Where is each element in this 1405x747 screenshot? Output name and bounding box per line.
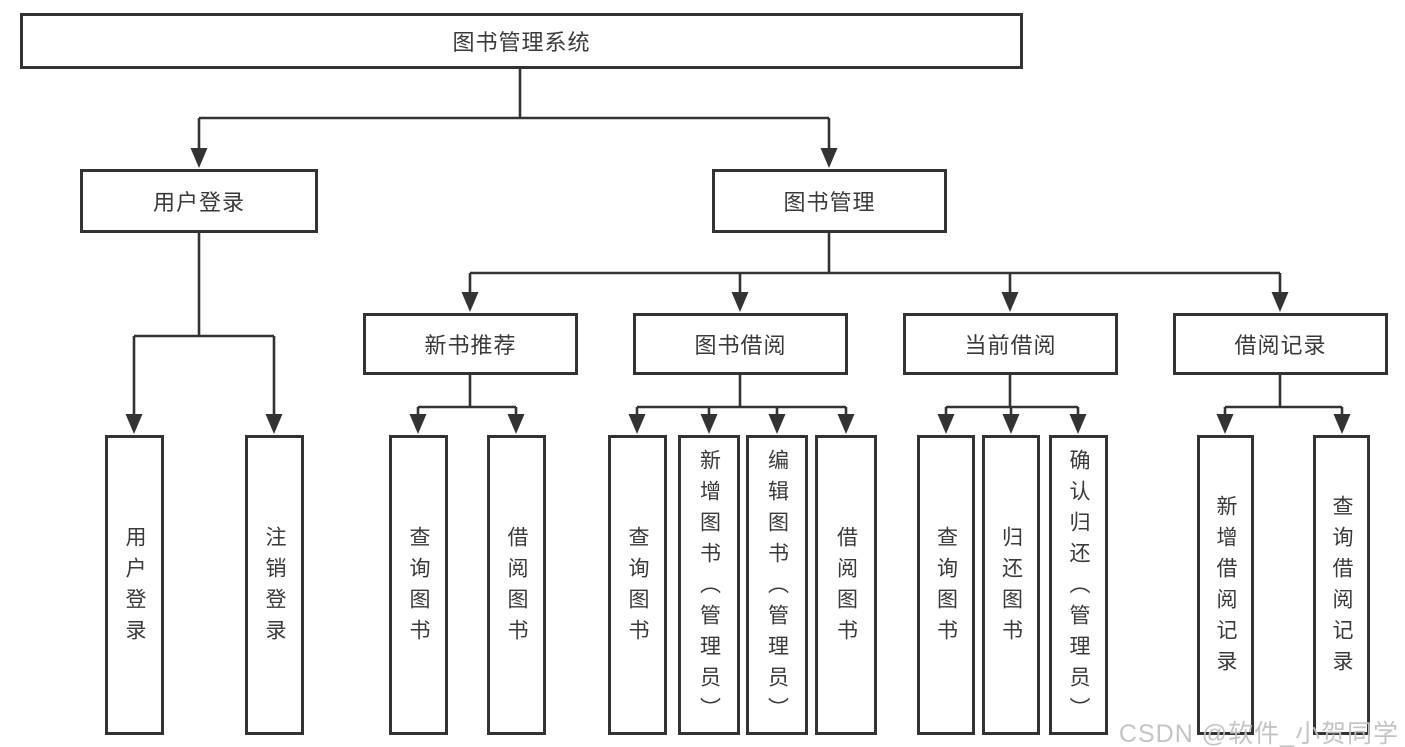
leaf-borrowing-add-books: 新增图书（管理员） — [678, 435, 740, 735]
leaf-current-query-books: 查询图书 — [917, 435, 975, 735]
node-root: 图书管理系统 — [20, 13, 1023, 69]
leaf-recommend-borrow-books: 借阅图书 — [487, 435, 546, 735]
leaf-borrowing-borrow-books: 借阅图书 — [815, 435, 877, 735]
node-user-login: 用户登录 — [80, 169, 318, 233]
leaf-current-confirm-return: 确认归还（管理员） — [1049, 435, 1108, 735]
leaf-recommend-query-books-label: 查询图书 — [407, 526, 430, 650]
node-root-label: 图书管理系统 — [452, 30, 591, 55]
leaf-records-query: 查询借阅记录 — [1313, 435, 1370, 735]
leaf-logout: 注销登录 — [245, 435, 304, 735]
leaf-borrowing-edit-books-label: 编辑图书（管理员） — [765, 448, 789, 728]
leaf-borrowing-add-books-label: 新增图书（管理员） — [697, 448, 721, 728]
leaf-borrowing-query-books: 查询图书 — [608, 435, 667, 735]
node-borrowing-records: 借阅记录 — [1173, 313, 1388, 375]
leaf-current-query-books-label: 查询图书 — [934, 526, 958, 650]
node-book-management-label: 图书管理 — [783, 190, 876, 215]
node-book-borrowing: 图书借阅 — [633, 313, 848, 375]
leaf-borrowing-query-books-label: 查询图书 — [626, 526, 649, 650]
leaf-records-add: 新增借阅记录 — [1197, 435, 1254, 735]
leaf-recommend-borrow-books-label: 借阅图书 — [505, 526, 528, 650]
leaf-records-query-label: 查询借阅记录 — [1330, 495, 1353, 681]
csdn-watermark: CSDN @软件_小贺同学 — [1118, 720, 1399, 747]
leaf-current-return-books-label: 归还图书 — [999, 526, 1023, 650]
leaf-logout-label: 注销登录 — [263, 526, 286, 650]
node-current-borrowing-label: 当前借阅 — [964, 333, 1057, 358]
leaf-recommend-query-books: 查询图书 — [389, 435, 448, 735]
leaf-user-login-label: 用户登录 — [123, 526, 146, 650]
leaf-borrowing-edit-books: 编辑图书（管理员） — [746, 435, 808, 735]
leaf-borrowing-borrow-books-label: 借阅图书 — [834, 526, 858, 650]
leaf-current-confirm-return-label: 确认归还（管理员） — [1067, 448, 1090, 728]
leaf-user-login: 用户登录 — [105, 435, 164, 735]
node-user-login-label: 用户登录 — [152, 190, 245, 215]
node-new-book-recommend-label: 新书推荐 — [424, 333, 517, 358]
node-new-book-recommend: 新书推荐 — [363, 313, 578, 375]
leaf-records-add-label: 新增借阅记录 — [1214, 495, 1237, 681]
node-book-management: 图书管理 — [712, 169, 947, 233]
leaf-current-return-books: 归还图书 — [982, 435, 1040, 735]
node-borrowing-records-label: 借阅记录 — [1234, 333, 1327, 358]
node-current-borrowing: 当前借阅 — [903, 313, 1118, 375]
node-book-borrowing-label: 图书借阅 — [694, 333, 787, 358]
